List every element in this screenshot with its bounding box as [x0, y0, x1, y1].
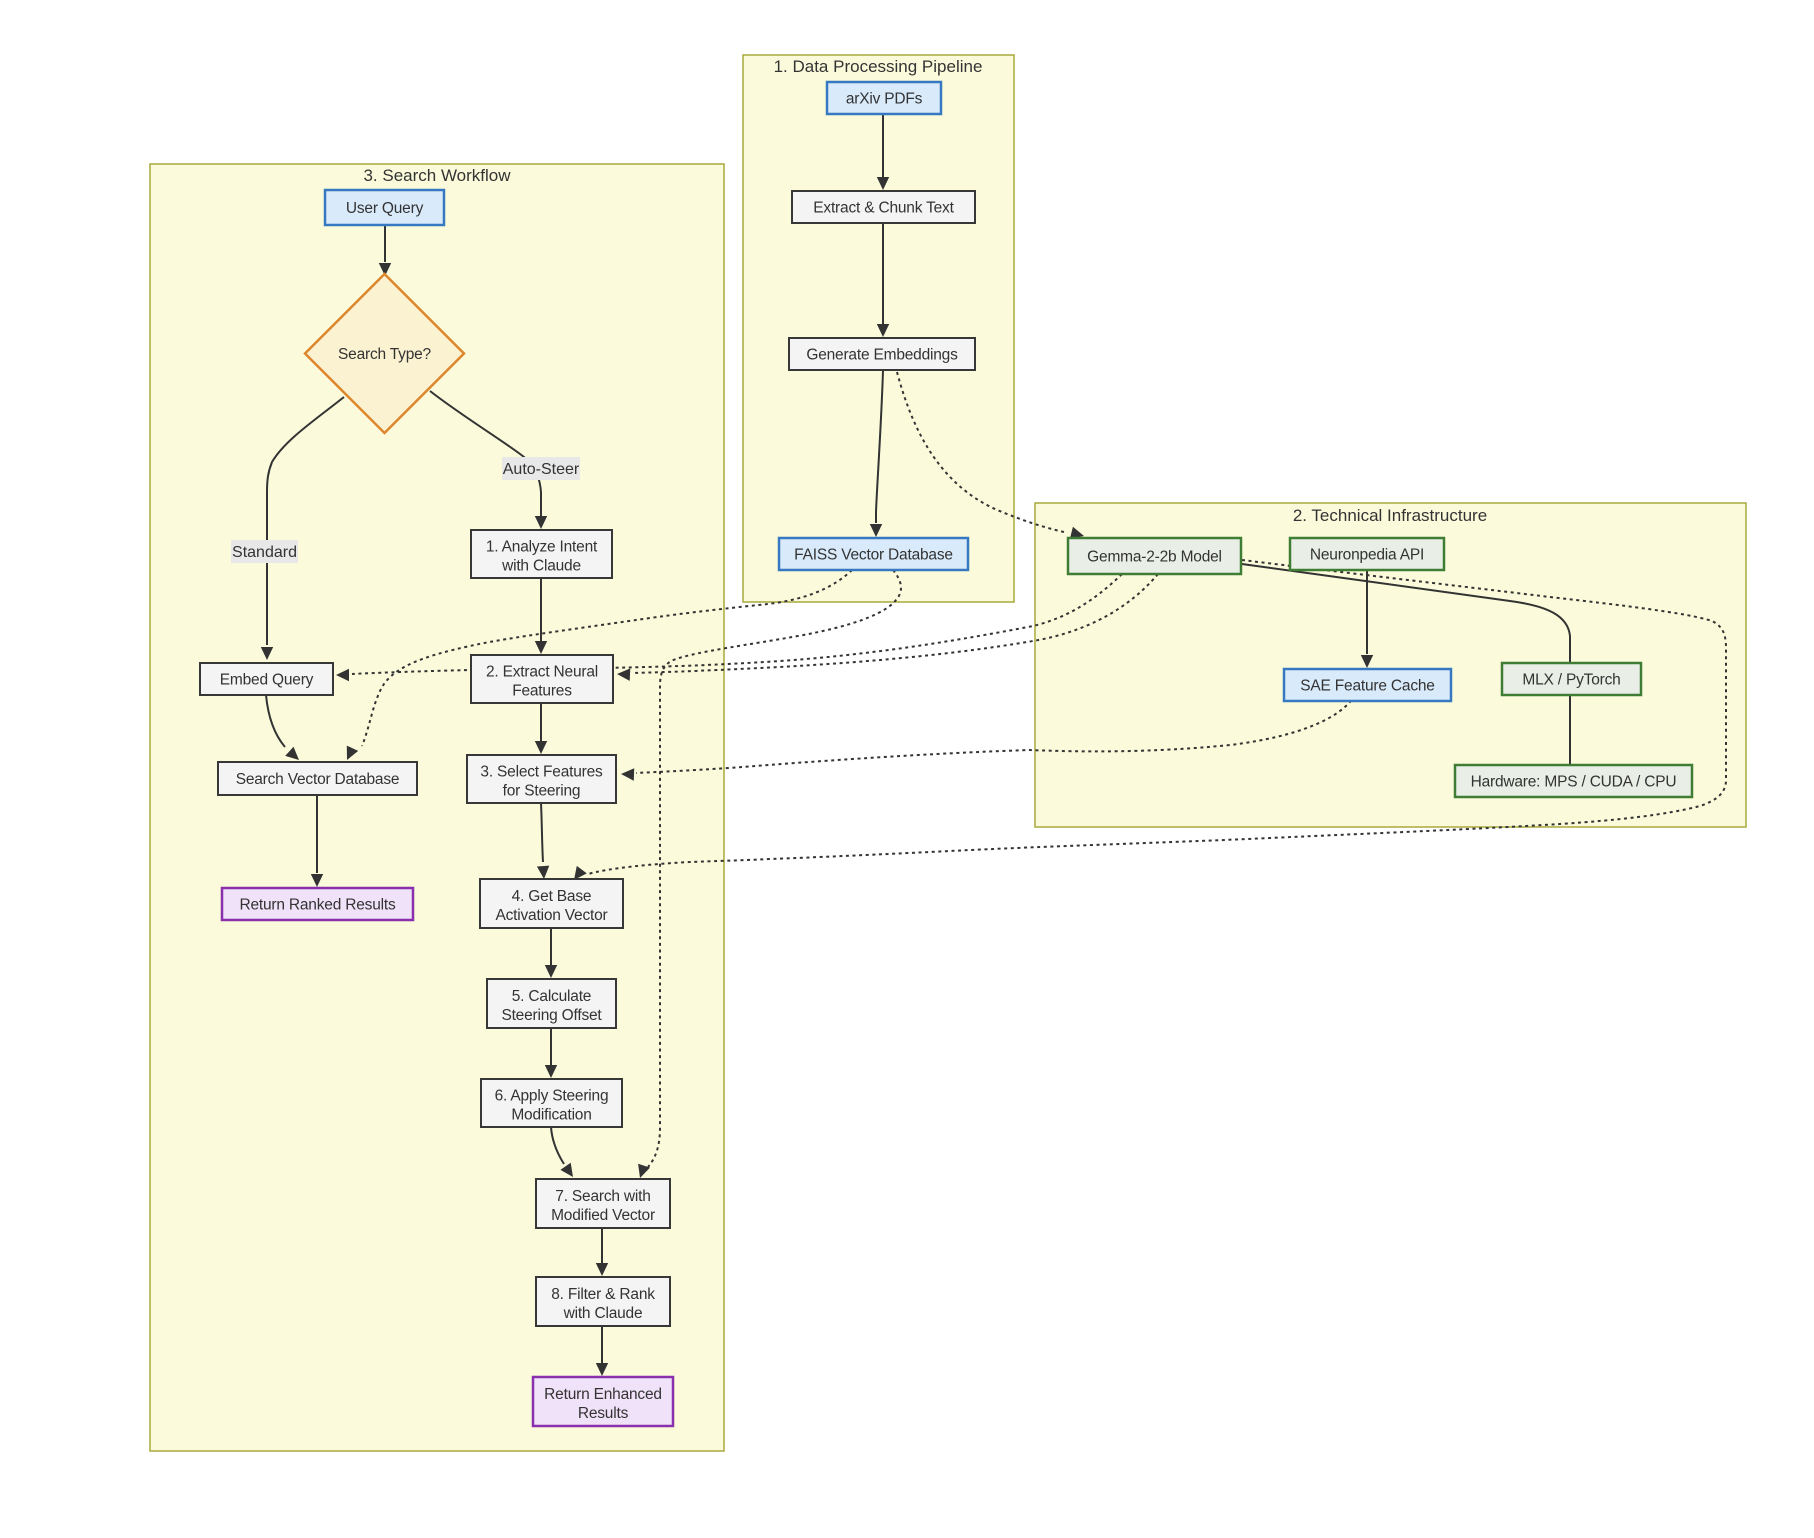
- svg-text:8. Filter & Rank: 8. Filter & Rank: [551, 1286, 655, 1303]
- svg-text:Return Ranked Results: Return Ranked Results: [239, 897, 395, 914]
- svg-text:Extract & Chunk Text: Extract & Chunk Text: [813, 200, 954, 217]
- svg-text:with Claude: with Claude: [563, 1305, 643, 1322]
- svg-text:Hardware: MPS / CUDA / CPU: Hardware: MPS / CUDA / CPU: [1471, 774, 1677, 791]
- svg-text:Results: Results: [578, 1405, 629, 1422]
- svg-text:arXiv PDFs: arXiv PDFs: [846, 91, 923, 108]
- svg-text:7. Search with: 7. Search with: [555, 1188, 650, 1205]
- svg-text:Gemma-2-2b Model: Gemma-2-2b Model: [1087, 549, 1222, 566]
- svg-text:User Query: User Query: [346, 200, 424, 217]
- svg-text:1. Data Processing Pipeline: 1. Data Processing Pipeline: [774, 57, 983, 76]
- svg-text:Modification: Modification: [511, 1107, 591, 1124]
- svg-text:Modified Vector: Modified Vector: [551, 1207, 655, 1224]
- svg-text:2. Extract Neural: 2. Extract Neural: [486, 664, 598, 681]
- svg-text:Embed Query: Embed Query: [220, 672, 314, 689]
- svg-text:Features: Features: [512, 683, 572, 700]
- svg-text:Steering Offset: Steering Offset: [501, 1007, 602, 1024]
- svg-text:for Steering: for Steering: [503, 783, 581, 800]
- svg-text:1. Analyze Intent: 1. Analyze Intent: [486, 539, 598, 556]
- svg-text:FAISS Vector Database: FAISS Vector Database: [794, 547, 953, 564]
- svg-text:Auto-Steer: Auto-Steer: [503, 461, 580, 478]
- svg-text:Search Vector Database: Search Vector Database: [236, 771, 400, 788]
- svg-text:Standard: Standard: [232, 544, 297, 561]
- svg-text:Return Enhanced: Return Enhanced: [544, 1386, 662, 1403]
- svg-text:SAE Feature Cache: SAE Feature Cache: [1300, 678, 1434, 695]
- svg-text:Neuronpedia API: Neuronpedia API: [1310, 547, 1424, 564]
- svg-text:Activation Vector: Activation Vector: [495, 907, 607, 924]
- svg-text:Search Type?: Search Type?: [338, 346, 432, 363]
- svg-text:with Claude: with Claude: [501, 558, 581, 575]
- svg-text:4. Get Base: 4. Get Base: [512, 888, 592, 905]
- svg-text:3. Search Workflow: 3. Search Workflow: [363, 166, 511, 185]
- svg-text:3. Select Features: 3. Select Features: [480, 764, 603, 781]
- svg-text:Generate Embeddings: Generate Embeddings: [806, 347, 958, 364]
- svg-text:MLX / PyTorch: MLX / PyTorch: [1522, 672, 1620, 689]
- svg-text:6. Apply Steering: 6. Apply Steering: [495, 1088, 609, 1105]
- svg-text:2. Technical Infrastructure: 2. Technical Infrastructure: [1293, 506, 1487, 525]
- svg-text:5. Calculate: 5. Calculate: [512, 988, 591, 1005]
